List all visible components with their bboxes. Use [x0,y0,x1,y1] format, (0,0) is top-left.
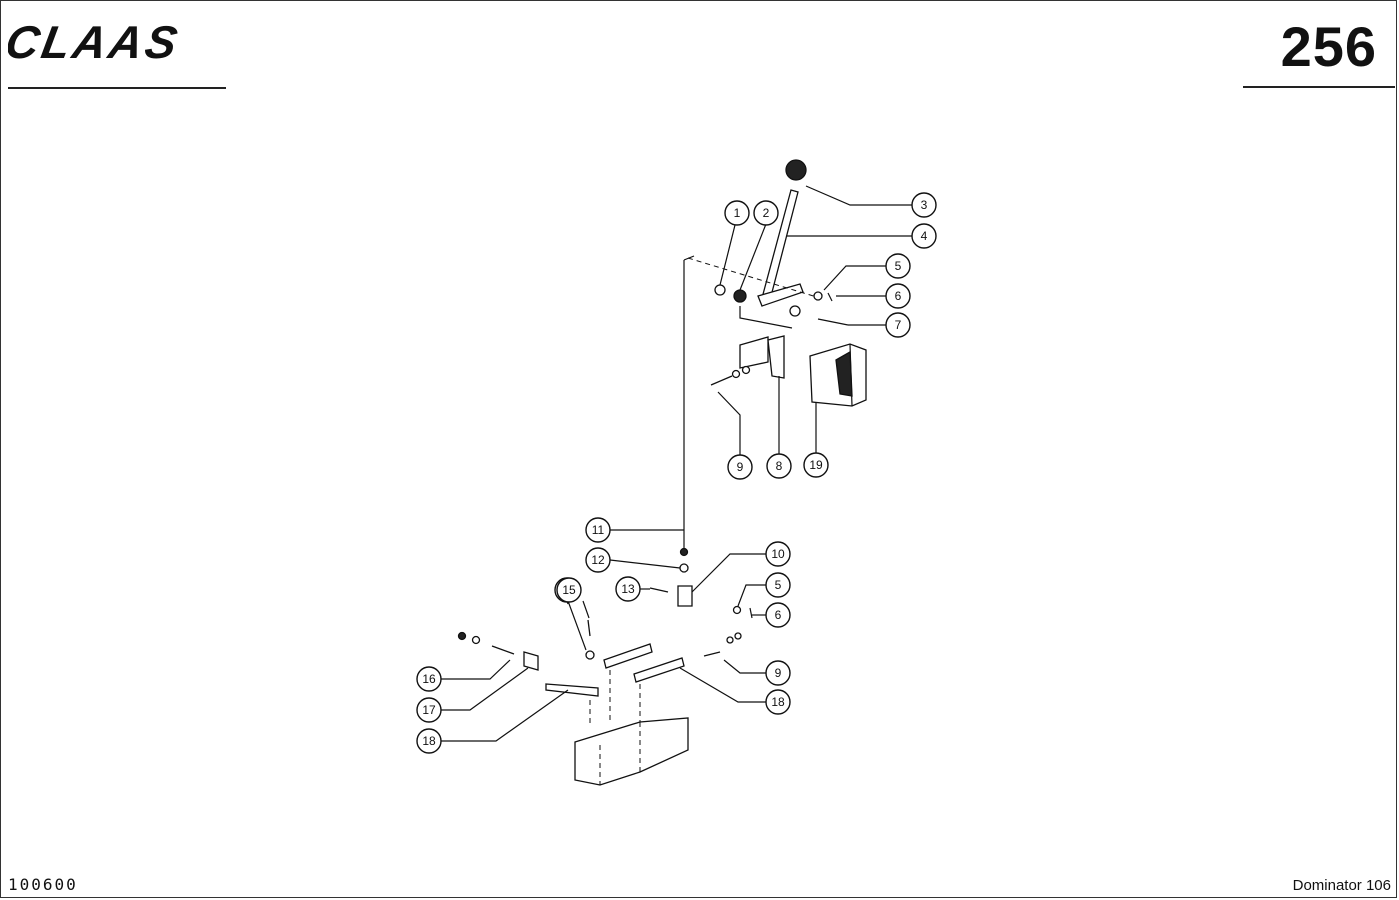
nut-9b-part [734,632,742,640]
model-name: Dominator 106 [1292,877,1391,894]
rod-hook [683,255,695,261]
lower-linkage [457,563,753,786]
callout-8: 8 [766,453,792,479]
callout-16: 16 [416,666,442,692]
callout-5-lower: 5 [765,572,791,598]
svg-text:18: 18 [422,734,436,748]
cover-plate-shade [835,350,853,397]
callout-9-upper: 9 [727,454,753,480]
callout-7: 7 [885,312,911,338]
callout-17: 17 [416,697,442,723]
lever-plate-outline [739,306,793,329]
valve-block [574,717,689,786]
washer-16b-part [471,635,481,645]
clip-5-part [732,605,742,615]
fork-10-part [677,585,693,607]
washer-14-part [585,650,595,660]
callout-19: 19 [803,452,829,478]
washer-9b-part [726,636,734,644]
svg-text:3: 3 [921,198,928,212]
svg-text:12: 12 [591,553,605,567]
bracket-bolt [710,375,733,386]
callout-6-lower: 6 [765,602,791,628]
svg-text:1: 1 [734,206,741,220]
svg-text:5: 5 [775,578,782,592]
callout-9-lower: 9 [765,660,791,686]
logo-underline [8,87,226,89]
svg-text:2: 2 [763,206,770,220]
callout-3: 3 [911,192,937,218]
bracket-right [767,335,785,379]
svg-text:CLAAS: CLAAS [8,20,184,64]
callout-18-right: 18 [765,689,791,715]
svg-text:17: 17 [422,703,436,717]
lever-assembly [687,159,849,329]
callout-5-upper: 5 [885,253,911,279]
callout-13: 13 [615,576,641,602]
callout-1: 1 [724,200,750,226]
svg-text:19: 19 [809,458,823,472]
page-number-underline [1243,86,1395,88]
bolt-16-part [491,645,515,655]
svg-text:9: 9 [775,666,782,680]
bolt-part [817,318,849,326]
bracket-left [739,336,769,369]
leader-lines [441,185,912,742]
valve-block-edges [599,722,641,785]
svg-text:16: 16 [422,672,436,686]
svg-text:15: 15 [562,583,576,597]
callout-10: 10 [765,541,791,567]
svg-text:6: 6 [895,289,902,303]
alignment-lines [589,670,641,730]
document-code: 100600 [8,875,78,894]
nut-part [714,284,726,296]
svg-text:9: 9 [737,460,744,474]
rod-end [679,547,689,557]
svg-text:8: 8 [776,459,783,473]
svg-text:13: 13 [621,582,635,596]
svg-text:18: 18 [771,695,785,709]
svg-text:10: 10 [771,547,785,561]
bracket-nut [741,365,751,375]
svg-text:11: 11 [592,523,605,537]
linkage-rod [679,255,695,557]
arm-18-left [545,683,599,697]
bolt-9b-part [703,651,721,657]
bushing-part [733,289,747,303]
page-number: 256 [1280,15,1377,78]
svg-text:4: 4 [921,229,928,243]
callout-4: 4 [911,223,937,249]
callout-12: 12 [585,547,611,573]
arm-middle [603,643,653,669]
lever-knob [785,159,807,181]
washer-part [789,305,801,317]
callout-18-left: 18 [416,728,442,754]
pin-6-part [749,607,753,619]
callout-2: 2 [753,200,779,226]
svg-text:6: 6 [775,608,782,622]
clip-washer-part [813,291,823,301]
spacer-17-part [523,651,539,671]
arm-18-right [633,657,685,683]
callout-11: 11 [585,517,611,543]
claas-logo-graphic: CLAAS [2,16,185,68]
bolt-13-part [649,587,669,593]
bracket-washer [731,369,741,379]
callout-6-upper: 6 [885,283,911,309]
bolt-15-part [587,619,591,637]
nut-16a-part [457,631,467,641]
nut-12-part [679,563,689,573]
svg-text:7: 7 [895,318,902,332]
callouts: 3 4 1 2 5 6 7 9 8 19 11 12 10 13 14 15 5… [416,192,937,754]
pivot-axis-line [687,257,821,299]
svg-text:5: 5 [895,259,902,273]
claas-logo: CLAAS [2,16,230,69]
bracket-assembly [710,335,867,407]
split-pin-part [827,292,833,302]
callout-15-badge: 15 [556,577,582,603]
